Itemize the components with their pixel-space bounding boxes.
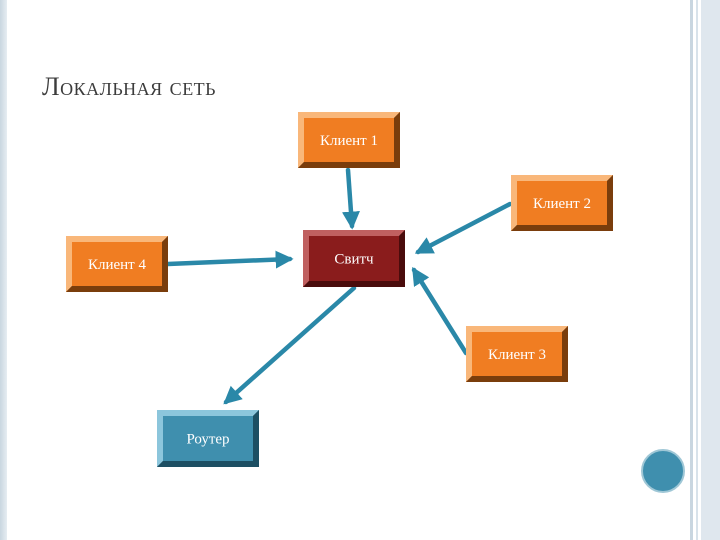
slide-title: Локальная сеть: [42, 72, 217, 101]
decor-circle: [641, 449, 685, 493]
node-label-router: Роутер: [186, 432, 229, 448]
node-client3: Клиент 3: [466, 326, 568, 382]
arrow-client1-to-switch: [341, 167, 360, 230]
arrow-switch-to-router: [223, 285, 357, 405]
node-label-client3: Клиент 3: [488, 347, 546, 363]
node-client2: Клиент 2: [511, 175, 613, 231]
node-label-switch: Свитч: [334, 252, 374, 268]
node-label-client4: Клиент 4: [88, 257, 147, 273]
slide-right-border: [688, 0, 720, 540]
node-client4: Клиент 4: [66, 236, 168, 292]
node-switch: Свитч: [303, 230, 405, 287]
node-router: Роутер: [157, 410, 259, 467]
node-label-client2: Клиент 2: [533, 196, 591, 212]
arrow-client3-to-switch: [411, 266, 469, 356]
node-label-client1: Клиент 1: [320, 133, 378, 149]
node-client1: Клиент 1: [298, 112, 400, 168]
slide-left-border: [0, 0, 7, 540]
arrow-client4-to-switch: [165, 250, 294, 269]
arrow-client2-to-switch: [414, 201, 513, 255]
